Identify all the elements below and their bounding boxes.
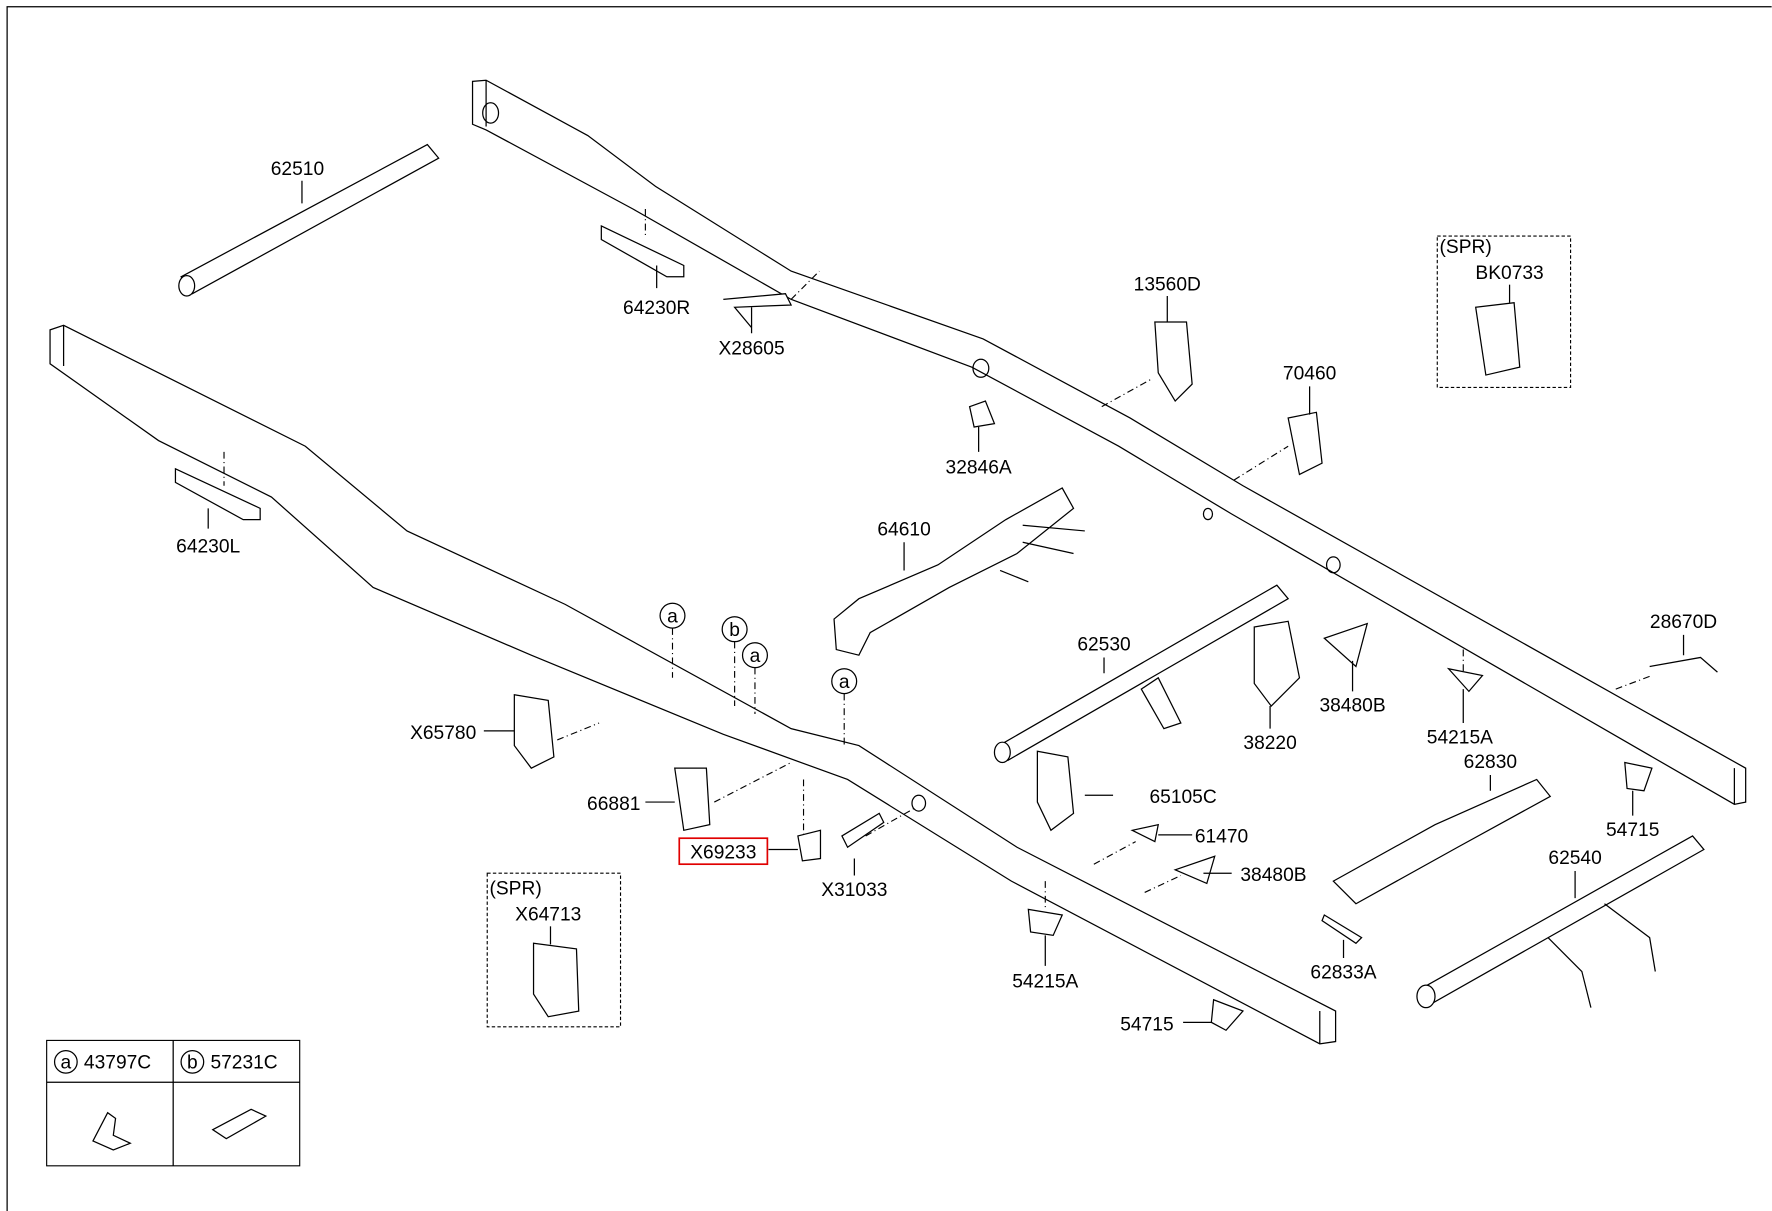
- diagram-border: [6, 6, 1772, 1211]
- spr-box-bk0733: (SPR) BK0733: [1436, 235, 1572, 389]
- svg-text:a: a: [839, 672, 850, 693]
- legend-code[interactable]: 57231C: [210, 1053, 277, 1074]
- part-label[interactable]: 38480B: [1319, 696, 1385, 717]
- svg-text:a: a: [750, 646, 761, 667]
- part-label[interactable]: X65780: [410, 723, 476, 744]
- part-label[interactable]: 38480B: [1240, 865, 1306, 886]
- part-label[interactable]: 70460: [1283, 364, 1336, 385]
- callout-a: a: [831, 668, 858, 746]
- part-label-highlighted[interactable]: X69233: [690, 843, 756, 864]
- legend-key: b: [187, 1053, 198, 1074]
- part-label[interactable]: 62530: [1077, 635, 1130, 656]
- callout-b: b: [721, 616, 748, 707]
- part-label[interactable]: 28670D: [1650, 612, 1717, 633]
- bracket-parts: [174, 224, 1718, 1032]
- right-frame-rail: [471, 79, 1747, 805]
- part-label[interactable]: 62510: [271, 159, 324, 180]
- cross-member-62510: [178, 143, 440, 297]
- spr-box-x64713: (SPR) X64713: [486, 872, 622, 1028]
- part-label[interactable]: 32846A: [946, 457, 1012, 478]
- callouts: a b a a: [659, 602, 858, 746]
- part-label[interactable]: BK0733: [1475, 263, 1543, 284]
- legend-table: a 43797C b 57231C: [46, 1039, 301, 1167]
- left-frame-rail: [49, 324, 1337, 1045]
- part-label[interactable]: 61470: [1195, 827, 1248, 848]
- part-label[interactable]: 66881: [587, 794, 640, 815]
- part-label[interactable]: 64230L: [176, 536, 240, 557]
- part-label[interactable]: 54215A: [1012, 971, 1078, 992]
- part-label[interactable]: X64713: [515, 905, 581, 926]
- part-label[interactable]: 64610: [877, 519, 930, 540]
- leader-lines: [207, 180, 1685, 1023]
- part-label[interactable]: 62833A: [1310, 962, 1376, 983]
- clip-43797c-icon: [92, 1111, 132, 1151]
- cross-member-62530: [993, 584, 1290, 764]
- svg-text:a: a: [667, 606, 678, 627]
- cross-member-62830: [1332, 778, 1552, 905]
- part-label[interactable]: 62540: [1548, 848, 1601, 869]
- part-label[interactable]: 65105C: [1149, 787, 1216, 808]
- highlight-box: [678, 837, 769, 866]
- part-label[interactable]: X28605: [718, 339, 784, 360]
- cross-member-64610: [833, 487, 1085, 656]
- bracket-57231c-icon: [211, 1108, 268, 1140]
- part-label[interactable]: 64230R: [623, 298, 690, 319]
- part-label[interactable]: 54215A: [1427, 727, 1493, 748]
- spr-tag: (SPR): [1440, 237, 1492, 258]
- part-label[interactable]: 54715: [1606, 820, 1659, 841]
- legend-code[interactable]: 43797C: [84, 1053, 151, 1074]
- part-label[interactable]: 38220: [1243, 733, 1296, 754]
- callout-a: a: [659, 602, 686, 678]
- cross-member-62540: [1416, 835, 1705, 1009]
- part-label[interactable]: X31033: [821, 880, 887, 901]
- legend-key: a: [61, 1053, 72, 1074]
- part-label[interactable]: 62830: [1464, 752, 1517, 773]
- spr-tag: (SPR): [489, 879, 541, 900]
- part-label[interactable]: 54715: [1120, 1014, 1173, 1035]
- part-labels: 62510 64230R X28605 64230L 13560D 32846A…: [176, 159, 1717, 1035]
- callout-a: a: [741, 642, 769, 714]
- part-label[interactable]: 13560D: [1134, 274, 1201, 295]
- svg-text:b: b: [729, 620, 740, 641]
